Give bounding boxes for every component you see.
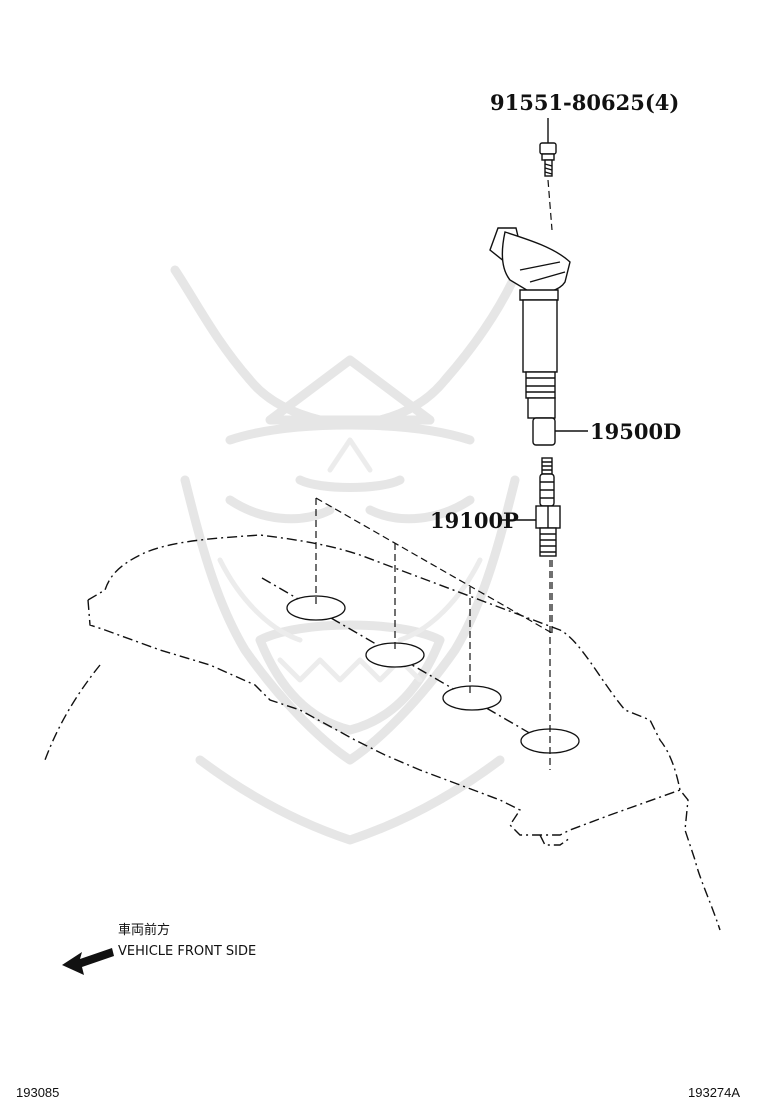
- spark-plug-hole: [442, 685, 502, 711]
- installation-leader-lines: [315, 179, 553, 770]
- vehicle-front-japanese: 車両前方: [118, 922, 170, 938]
- footer-left-code: 193085: [16, 1085, 59, 1100]
- samurai-mask-icon: [170, 260, 525, 845]
- spark-plug-hole: [286, 595, 346, 621]
- spark-plug-icon: [502, 457, 561, 557]
- vehicle-front-english: VEHICLE FRONT SIDE: [118, 944, 256, 959]
- ignition-coil-part-number: 19500D: [590, 419, 681, 444]
- bolt-icon: [539, 118, 557, 177]
- footer-right-code: 193274A: [688, 1085, 740, 1100]
- spark-plug-holes: [286, 595, 580, 754]
- arrow-left-icon: [62, 948, 114, 975]
- ignition-coil-icon: [489, 227, 588, 446]
- bolt-part-number: 91551-80625(4): [490, 90, 679, 115]
- spark-plug-part-number: 19100P: [430, 508, 519, 533]
- cylinder-head-outline: [44, 534, 721, 931]
